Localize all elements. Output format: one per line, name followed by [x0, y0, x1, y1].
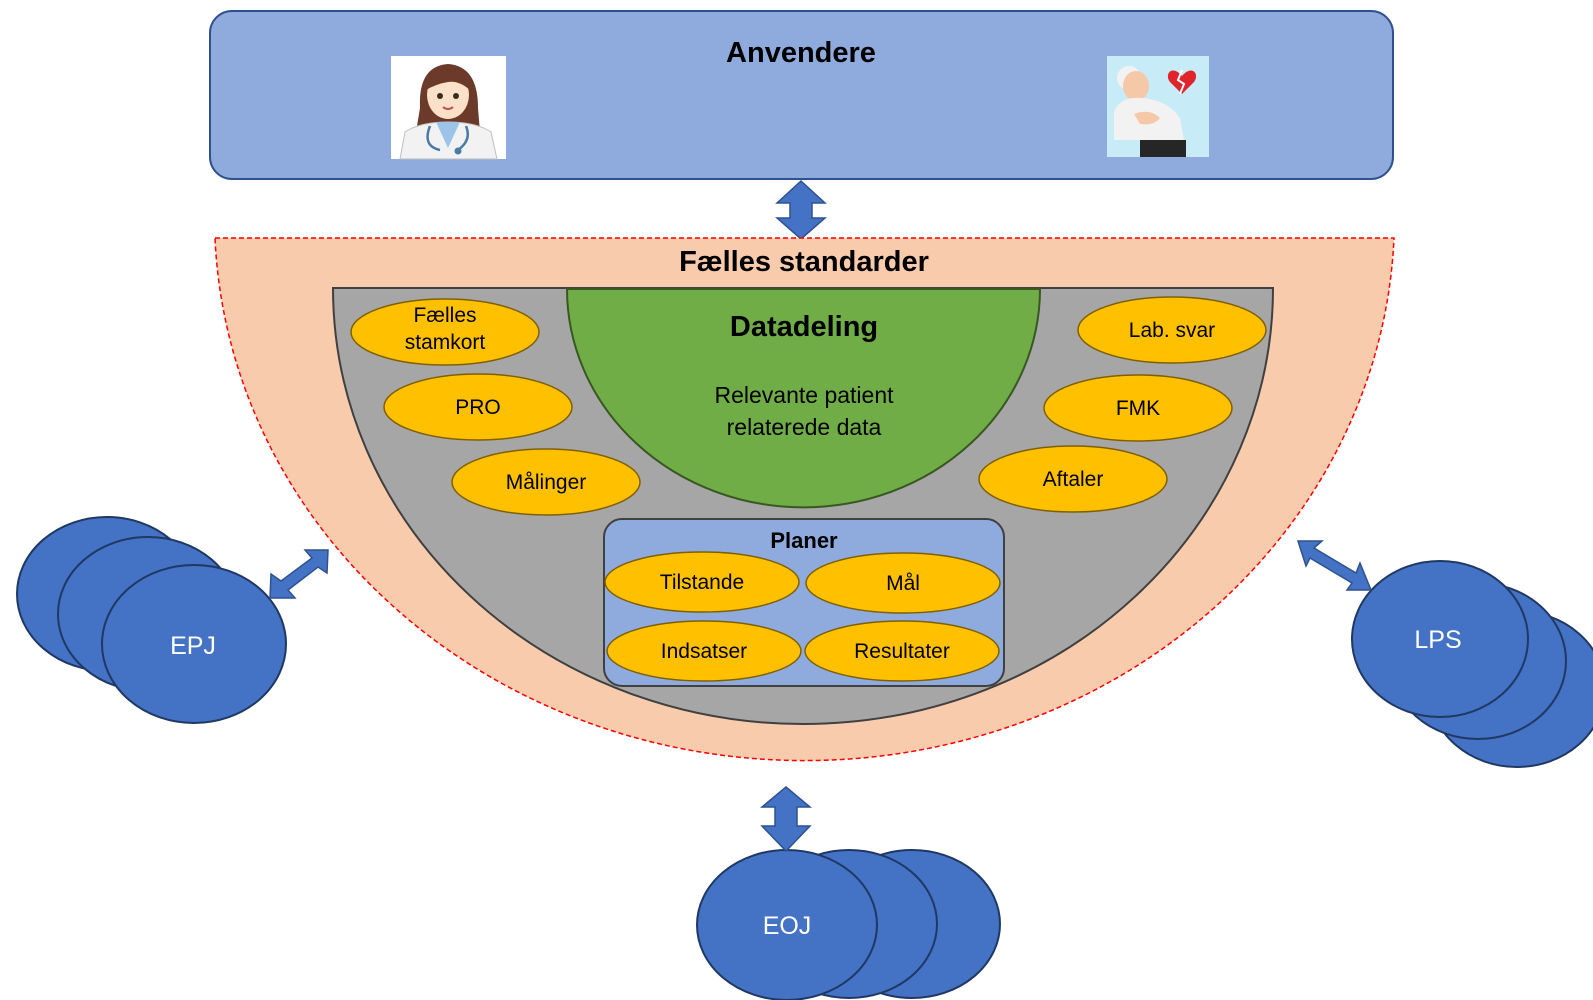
users-panel: Anvendere — [209, 10, 1394, 180]
item-faelles-stamkort-line2: stamkort — [405, 331, 486, 354]
item-maalinger-label: Målinger — [506, 471, 587, 494]
datadeling-area — [565, 288, 1042, 509]
patient-heartache-icon — [1107, 56, 1209, 157]
planer-item-resultater: Resultater — [804, 620, 1000, 682]
item-pro: PRO — [383, 373, 573, 441]
eoj-system-stack: EOJ — [696, 849, 1001, 1000]
lps-double-arrow — [1296, 540, 1373, 591]
item-maalinger: Målinger — [451, 448, 641, 516]
planer-item-tilstande: Tilstande — [604, 551, 800, 613]
lps-label: LPS — [1414, 626, 1461, 654]
planer-title: Planer — [770, 528, 838, 553]
planer-item-maal-label: Mål — [886, 572, 920, 595]
item-faelles-stamkort: Fælles stamkort — [350, 298, 540, 366]
epj-label: EPJ — [170, 632, 216, 660]
item-aftaler: Aftaler — [978, 445, 1168, 513]
item-pro-label: PRO — [455, 396, 501, 419]
eoj-double-arrow — [759, 786, 813, 853]
left-data-items: Fælles stamkort PRO Målinger — [350, 298, 641, 516]
datadeling-subtitle-line1: Relevante patient — [714, 382, 894, 408]
right-data-items: Lab. svar FMK Aftaler — [978, 296, 1267, 513]
item-fmk: FMK — [1043, 374, 1233, 442]
item-fmk-label: FMK — [1116, 397, 1160, 420]
planer-item-tilstande-label: Tilstande — [660, 571, 744, 594]
item-lab-svar-label: Lab. svar — [1129, 319, 1215, 342]
users-title: Anvendere — [726, 37, 876, 69]
planer-item-indsatser: Indsatser — [606, 620, 802, 682]
datadeling-title: Datadeling — [730, 311, 878, 343]
planer-item-resultater-label: Resultater — [854, 640, 950, 663]
epj-system-stack: EPJ — [16, 516, 287, 724]
standards-title: Fælles standarder — [679, 246, 929, 278]
epj-double-arrow — [269, 549, 329, 599]
item-lab-svar: Lab. svar — [1077, 296, 1267, 364]
planer-item-indsatser-label: Indsatser — [661, 640, 747, 663]
planer-item-maal: Mål — [805, 552, 1001, 614]
item-faelles-stamkort-line1: Fælles — [413, 304, 476, 327]
item-aftaler-label: Aftaler — [1043, 468, 1104, 491]
users-standards-double-arrow — [775, 179, 827, 240]
datadeling-subtitle-line2: relaterede data — [727, 414, 882, 440]
lps-system-stack: LPS — [1351, 560, 1593, 768]
eoj-label: EOJ — [763, 912, 812, 940]
doctor-avatar-icon — [391, 56, 506, 160]
planer-panel: Planer Tilstande Mål Indsatser Resultate… — [603, 518, 1005, 687]
